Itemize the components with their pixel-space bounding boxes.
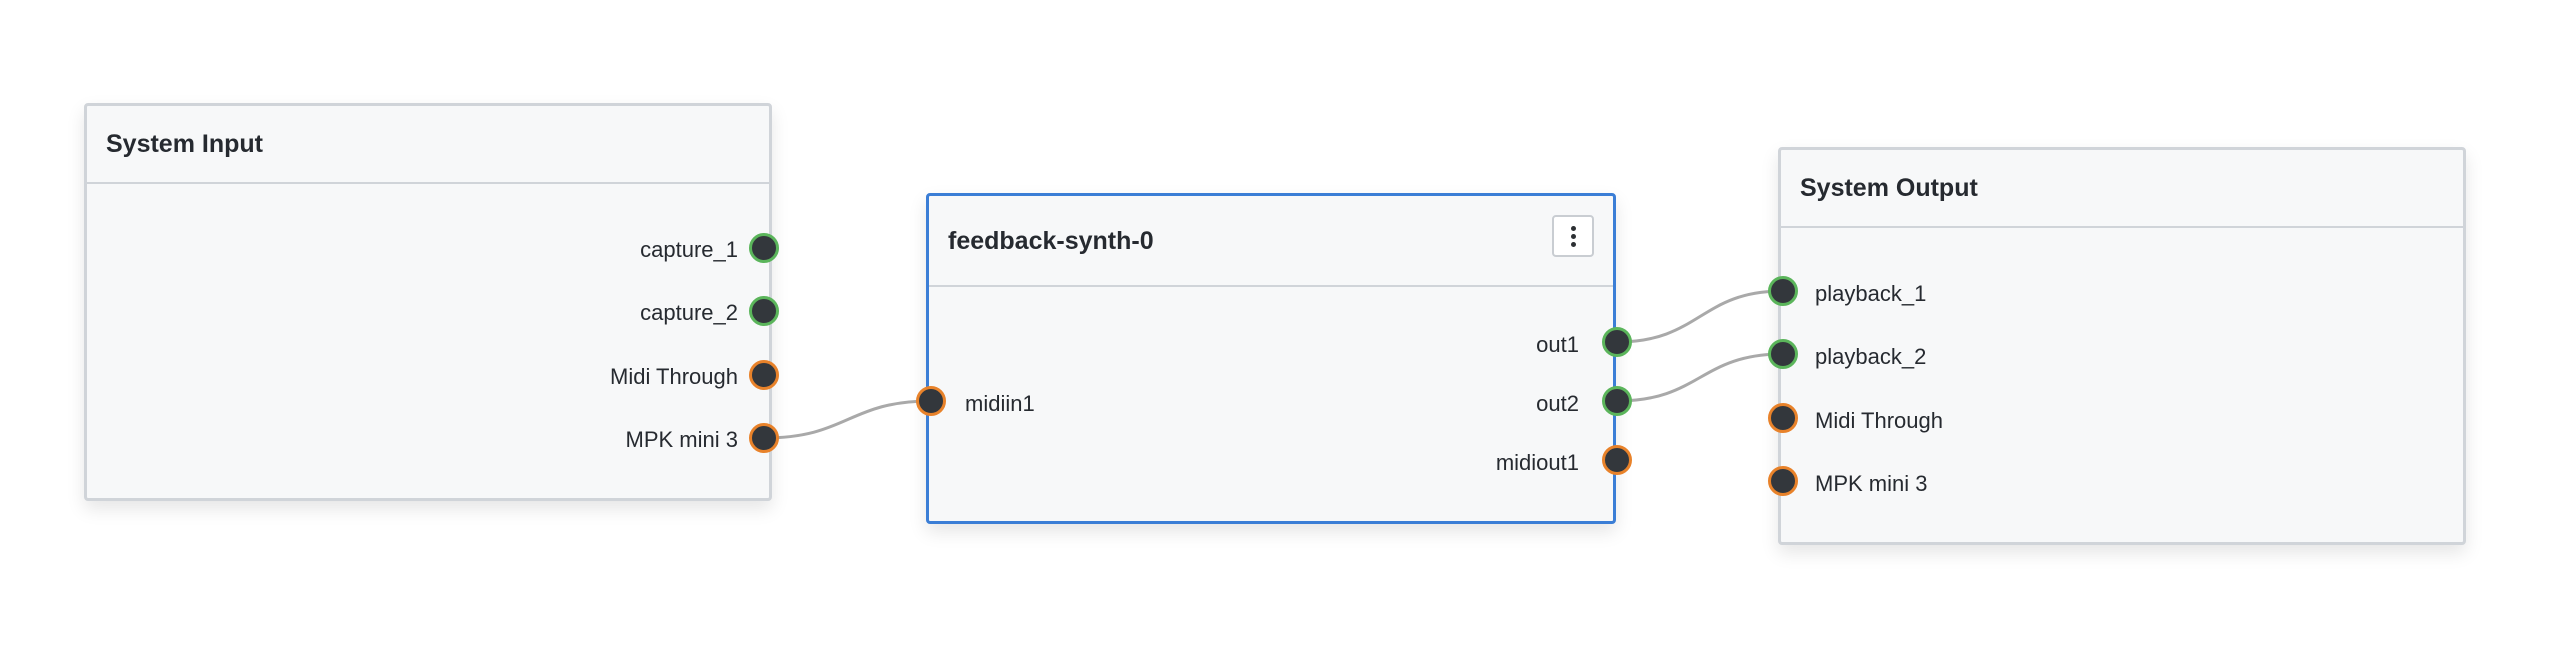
port-mpk-mini-3-in[interactable]: [1768, 466, 1798, 496]
node-title: feedback-synth-0: [948, 227, 1154, 255]
port-playback-2[interactable]: [1768, 339, 1798, 369]
port-midiin1[interactable]: [916, 386, 946, 416]
node-system-output[interactable]: System Output playback_1 playback_2 Midi…: [1778, 147, 2466, 545]
port-mpk-mini-3-out[interactable]: [749, 423, 779, 453]
port-label-mpk-mini-3: MPK mini 3: [625, 427, 738, 452]
port-midi-through-out[interactable]: [749, 360, 779, 390]
port-out1[interactable]: [1602, 327, 1632, 357]
port-capture-1[interactable]: [749, 233, 779, 263]
node-title: System Output: [1800, 174, 1978, 202]
node-title: System Input: [106, 130, 263, 158]
node-feedback-synth[interactable]: feedback-synth-0 midiin1 out1 out2 midio…: [926, 193, 1616, 524]
port-label-out2: out2: [1536, 391, 1579, 416]
port-label-midi-through: Midi Through: [610, 364, 738, 389]
port-label-midiout1: midiout1: [1495, 450, 1579, 475]
port-label-midi-through: Midi Through: [1815, 408, 1943, 433]
port-midi-through-in[interactable]: [1768, 403, 1798, 433]
wire-out1-to-playback1: [1616, 289, 1784, 344]
wire-mpk-to-midiin1: [763, 399, 932, 440]
node-header[interactable]: System Input: [87, 106, 769, 184]
port-label-playback-1: playback_1: [1815, 281, 1927, 306]
port-label-mpk-mini-3: MPK mini 3: [1815, 471, 1928, 496]
port-label-midiin1: midiin1: [965, 391, 1035, 416]
port-midiout1[interactable]: [1602, 445, 1632, 475]
port-label-capture-1: capture_1: [640, 237, 738, 262]
node-header[interactable]: feedback-synth-0: [929, 196, 1613, 287]
port-label-out1: out1: [1536, 332, 1579, 357]
node-system-input[interactable]: System Input capture_1 capture_2 Midi Th…: [84, 103, 772, 501]
port-out2[interactable]: [1602, 386, 1632, 416]
port-label-capture-2: capture_2: [640, 300, 738, 325]
node-header[interactable]: System Output: [1781, 150, 2463, 228]
port-label-playback-2: playback_2: [1815, 344, 1927, 369]
port-capture-2[interactable]: [749, 296, 779, 326]
node-menu-button[interactable]: [1552, 215, 1594, 257]
port-playback-1[interactable]: [1768, 276, 1798, 306]
wire-out2-to-playback2: [1616, 352, 1784, 403]
